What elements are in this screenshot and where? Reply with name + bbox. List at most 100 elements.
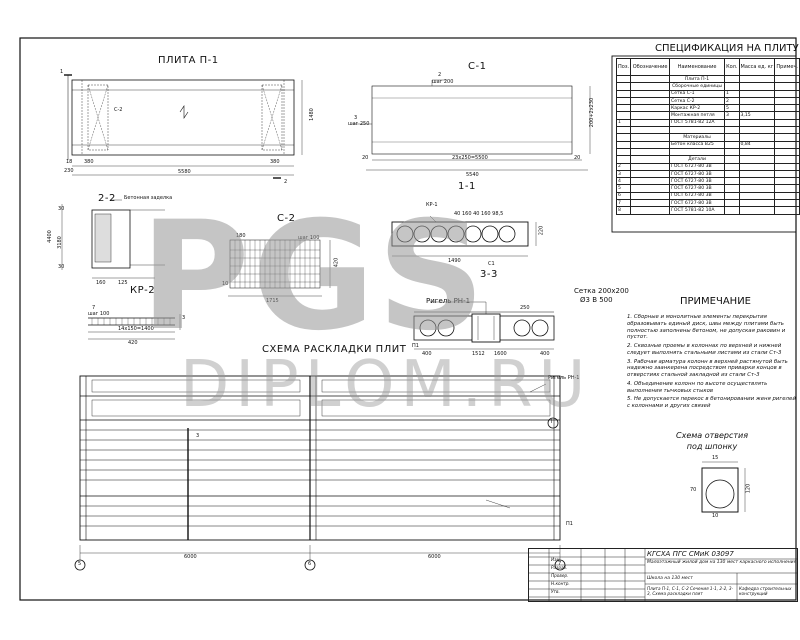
plate-plan-view [64, 74, 303, 179]
spec-cell-pos: 5 [615, 184, 632, 193]
spec-cell-qty [724, 118, 740, 128]
plate-dim-height: 1480 [308, 108, 315, 121]
spec-header-cell: Наименование [669, 58, 726, 76]
spec-cell-note [774, 177, 800, 186]
sec22-dim-125: 125 [118, 280, 128, 286]
spec-cell-mass [738, 133, 776, 142]
plate-p1-title: ПЛИТА П-1 [158, 55, 219, 66]
mesh-c2-view [228, 239, 331, 297]
spec-cell-pos [615, 74, 632, 84]
spec-cell-des [630, 118, 671, 128]
sec22-dim-3180: 3180 [56, 236, 63, 249]
hole-dim-70: 70 [690, 487, 697, 493]
spec-cell-note [774, 191, 800, 201]
section-1-1-view [391, 215, 537, 257]
c1-rebar-1: 3 [354, 115, 358, 121]
hole-title-line2: под шпонку [686, 441, 738, 451]
spec-cell-qty [724, 199, 740, 208]
spec-row: Сборочные единицы [615, 82, 800, 91]
hole-detail-view [701, 461, 746, 513]
sec11-kr-label: КР-1 [426, 202, 438, 208]
spec-cell-mass [738, 191, 776, 201]
sec11-dim-1490: 1490 [448, 258, 461, 264]
sheet-frame [19, 37, 797, 601]
spec-cell-des [630, 184, 671, 193]
section-2-2-view [61, 199, 165, 279]
spec-cell-pos [615, 140, 632, 149]
spec-cell-pos [615, 126, 632, 135]
spec-cell-pos: 7 [615, 199, 632, 208]
spec-cell-mass [738, 96, 776, 106]
spec-cell-name: Сборочные единицы [669, 82, 726, 91]
note-item: 3. Рабочая арматура колонн в верхней рас… [627, 358, 788, 379]
plate-dim-18: 18 [66, 159, 73, 165]
sec33-mark-p1: П1 [412, 343, 419, 349]
title-block-role: Разраб. [551, 565, 568, 570]
spec-cell-note [774, 82, 800, 91]
spec-cell-mass [738, 74, 776, 84]
spec-cell-pos: 1 [615, 118, 632, 128]
sec33-mesh-sub: Ø3 В 500 [580, 296, 613, 304]
spec-cell-qty [724, 147, 740, 157]
spec-cell-name: ГОСТ 6727-80 3В [669, 162, 726, 171]
spec-cell-mass: 0,84 [738, 140, 776, 149]
c1-dim-total: 5540 [466, 172, 479, 178]
spec-cell-name: Материалы [669, 133, 726, 142]
layout-dim-left: 6000 [184, 554, 197, 560]
spec-header-cell: Поз. [615, 58, 632, 76]
layout-mark-p1: П1 [566, 521, 573, 527]
kr2-mark-7: 7 [92, 305, 96, 311]
spec-cell-mass: 3,15 [738, 111, 776, 120]
spec-cell-name: Сетка С-2 [669, 96, 726, 106]
spec-cell-note [774, 140, 800, 149]
c2-dim-420: 420 [333, 257, 340, 268]
spec-cell-mass [738, 162, 776, 171]
notes-title: ПРИМЕЧАНИЕ [680, 296, 751, 307]
spec-cell-pos: 8 [615, 206, 632, 215]
spec-cell-note [774, 162, 800, 171]
spec-cell-qty [724, 82, 740, 91]
spec-cell-des [630, 199, 671, 208]
spec-cell-mass [738, 89, 776, 98]
spec-cell-note [774, 133, 800, 142]
spec-cell-name: Каркас КР-2 [669, 104, 726, 113]
spec-cell-qty [724, 169, 740, 179]
section-3-3-view [413, 301, 555, 350]
spec-cell-qty [724, 140, 740, 149]
kr2-dim-total: 420 [128, 340, 138, 346]
spec-cell-name: Сетка С-1 [669, 89, 726, 98]
spec-cell-mass [738, 104, 776, 113]
spec-cell-note [774, 118, 800, 128]
plate-section-mark-2: 2 [284, 179, 288, 185]
frame-kr2-view [88, 314, 181, 340]
hole-dim-10: 10 [712, 513, 719, 519]
note-item: 2. Сквозные проемы в колоннах по верхней… [627, 343, 782, 356]
spec-cell-pos [615, 104, 632, 113]
spec-cell-name: ГОСТ 6727-80 3В [669, 199, 726, 208]
spec-cell-name [669, 147, 726, 157]
plate-dim-230: 230 [64, 168, 74, 174]
c1-rebar-1-step: шаг 250 [348, 121, 370, 127]
spec-cell-des [630, 155, 671, 164]
spec-cell-mass [738, 169, 776, 179]
spec-title: СПЕЦИФИКАЦИЯ НА ПЛИТУ П- [655, 43, 800, 54]
spec-cell-des [630, 82, 671, 91]
notes-list: 1. Сборные и монолитные элементы перекры… [627, 314, 797, 412]
spec-cell-des [630, 133, 671, 142]
note-item: 1. Сборные и монолитные элементы перекры… [627, 314, 786, 341]
sec11-mark-c1: С1 [488, 261, 495, 267]
spec-cell-qty: 1 [724, 89, 740, 98]
spec-cell-note [774, 147, 800, 157]
spec-cell-name: ГОСТ 6727-80 3В [669, 169, 726, 179]
spec-cell-note [774, 206, 800, 215]
spec-cell-des [630, 162, 671, 171]
plate-dim-380: 380 [84, 159, 94, 165]
spec-cell-pos: 3 [615, 169, 632, 179]
